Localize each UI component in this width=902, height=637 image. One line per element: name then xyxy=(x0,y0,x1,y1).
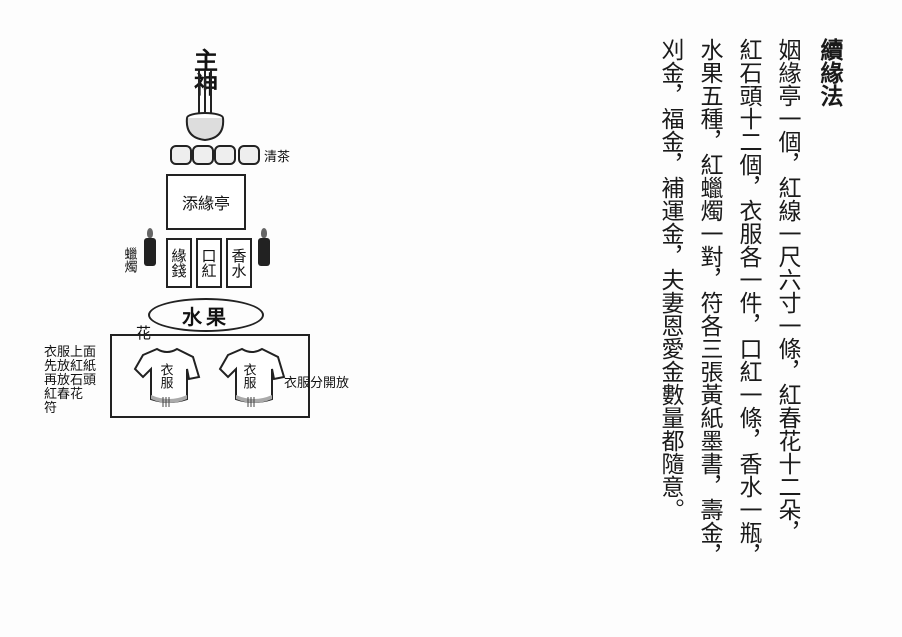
text-column: 刈金，福金，補運金，夫妻恩愛金數量都隨意。 xyxy=(657,38,683,521)
item-box-money: 緣錢 xyxy=(166,238,192,288)
document-title: 續緣法 xyxy=(816,38,842,107)
flower-label: 花 xyxy=(136,324,152,342)
fruit-ellipse: 水果 xyxy=(148,298,264,332)
flame-icon xyxy=(261,228,267,238)
instruction-row: 衣服上面 xyxy=(44,345,97,360)
candle-label: 蠟燭 xyxy=(121,247,137,273)
flame-icon xyxy=(147,228,153,238)
shirt-icon xyxy=(133,347,201,407)
item-box-lipstick: 口紅 xyxy=(196,238,222,288)
instruction-row: 紅春花 xyxy=(44,387,84,402)
text-column: 紅石頭十二個，衣服各一件，口紅一條，香水一瓶， xyxy=(735,38,761,567)
candle-icon xyxy=(258,238,270,266)
clothes-tray xyxy=(110,334,310,418)
candle-icon xyxy=(144,238,156,266)
tea-cup-icon xyxy=(192,145,214,165)
tea-cup-icon xyxy=(214,145,236,165)
tea-label: 清茶 xyxy=(264,150,291,165)
text-column: 水果五種，紅蠟燭一對，符各三張黃紙墨書，壽金， xyxy=(696,38,722,567)
pavilion-box: 添緣亭 xyxy=(166,174,246,230)
item-box-perfume: 香水 xyxy=(226,238,252,288)
instruction-row: 符 xyxy=(44,401,58,416)
tea-cup-icon xyxy=(238,145,260,165)
shirt-label: 衣服 xyxy=(240,363,256,389)
tea-cup-icon xyxy=(170,145,192,165)
separate-note: 衣服分開放 xyxy=(284,376,350,391)
shirt-label: 衣服 xyxy=(157,363,173,389)
instruction-note: 衣服上面 先放紅紙 再放石頭 紅春花 符 xyxy=(44,346,96,416)
incense-burner-icon xyxy=(185,70,225,142)
instruction-row: 先放紅紙 xyxy=(44,359,97,374)
instruction-row: 再放石頭 xyxy=(44,373,97,388)
text-column: 姻緣亭一個，紅線一尺六寸一條，紅春花十二朵， xyxy=(774,38,800,544)
shirt-icon xyxy=(218,347,286,407)
